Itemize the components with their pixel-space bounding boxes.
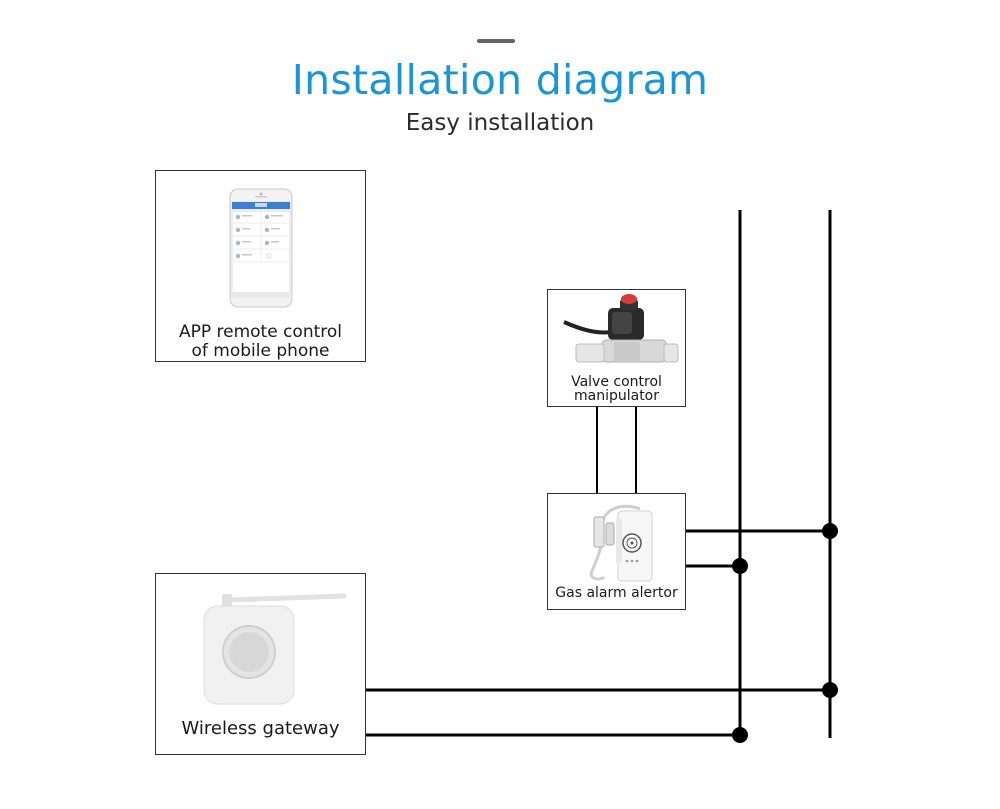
valve-label: Valve control manipulator: [548, 375, 685, 403]
phone-app-label: APP remote control of mobile phone: [156, 323, 365, 361]
phone-label-line1: APP remote control: [178, 322, 343, 342]
valve-label-line2: manipulator: [573, 388, 660, 404]
valve-image: [563, 294, 679, 363]
gateway-label: Wireless gateway: [181, 718, 340, 739]
page-title: Installation diagram: [291, 56, 709, 104]
junction-dot: [822, 682, 838, 698]
gas-alarm-label: Gas alarm alertor: [555, 585, 678, 601]
junction-dot: [822, 523, 838, 539]
gas-alarm-image: [589, 504, 653, 582]
junction-dot: [732, 558, 748, 574]
wireless-gateway-box: Wireless gateway: [155, 573, 366, 755]
gas-alarm-box: Gas alarm alertor: [547, 493, 686, 610]
gateway-image: [203, 593, 347, 705]
phone-app-box: APP remote control of mobile phone: [155, 170, 366, 362]
top-decoration-bar: [477, 39, 515, 43]
phone-label-line2: of mobile phone: [191, 341, 330, 361]
junction-dot: [732, 727, 748, 743]
smartphone-image: [229, 188, 293, 308]
valve-label-line1: Valve control: [571, 374, 662, 390]
page-subtitle: Easy installation: [405, 110, 595, 136]
valve-manipulator-box: Valve control manipulator: [547, 289, 686, 407]
